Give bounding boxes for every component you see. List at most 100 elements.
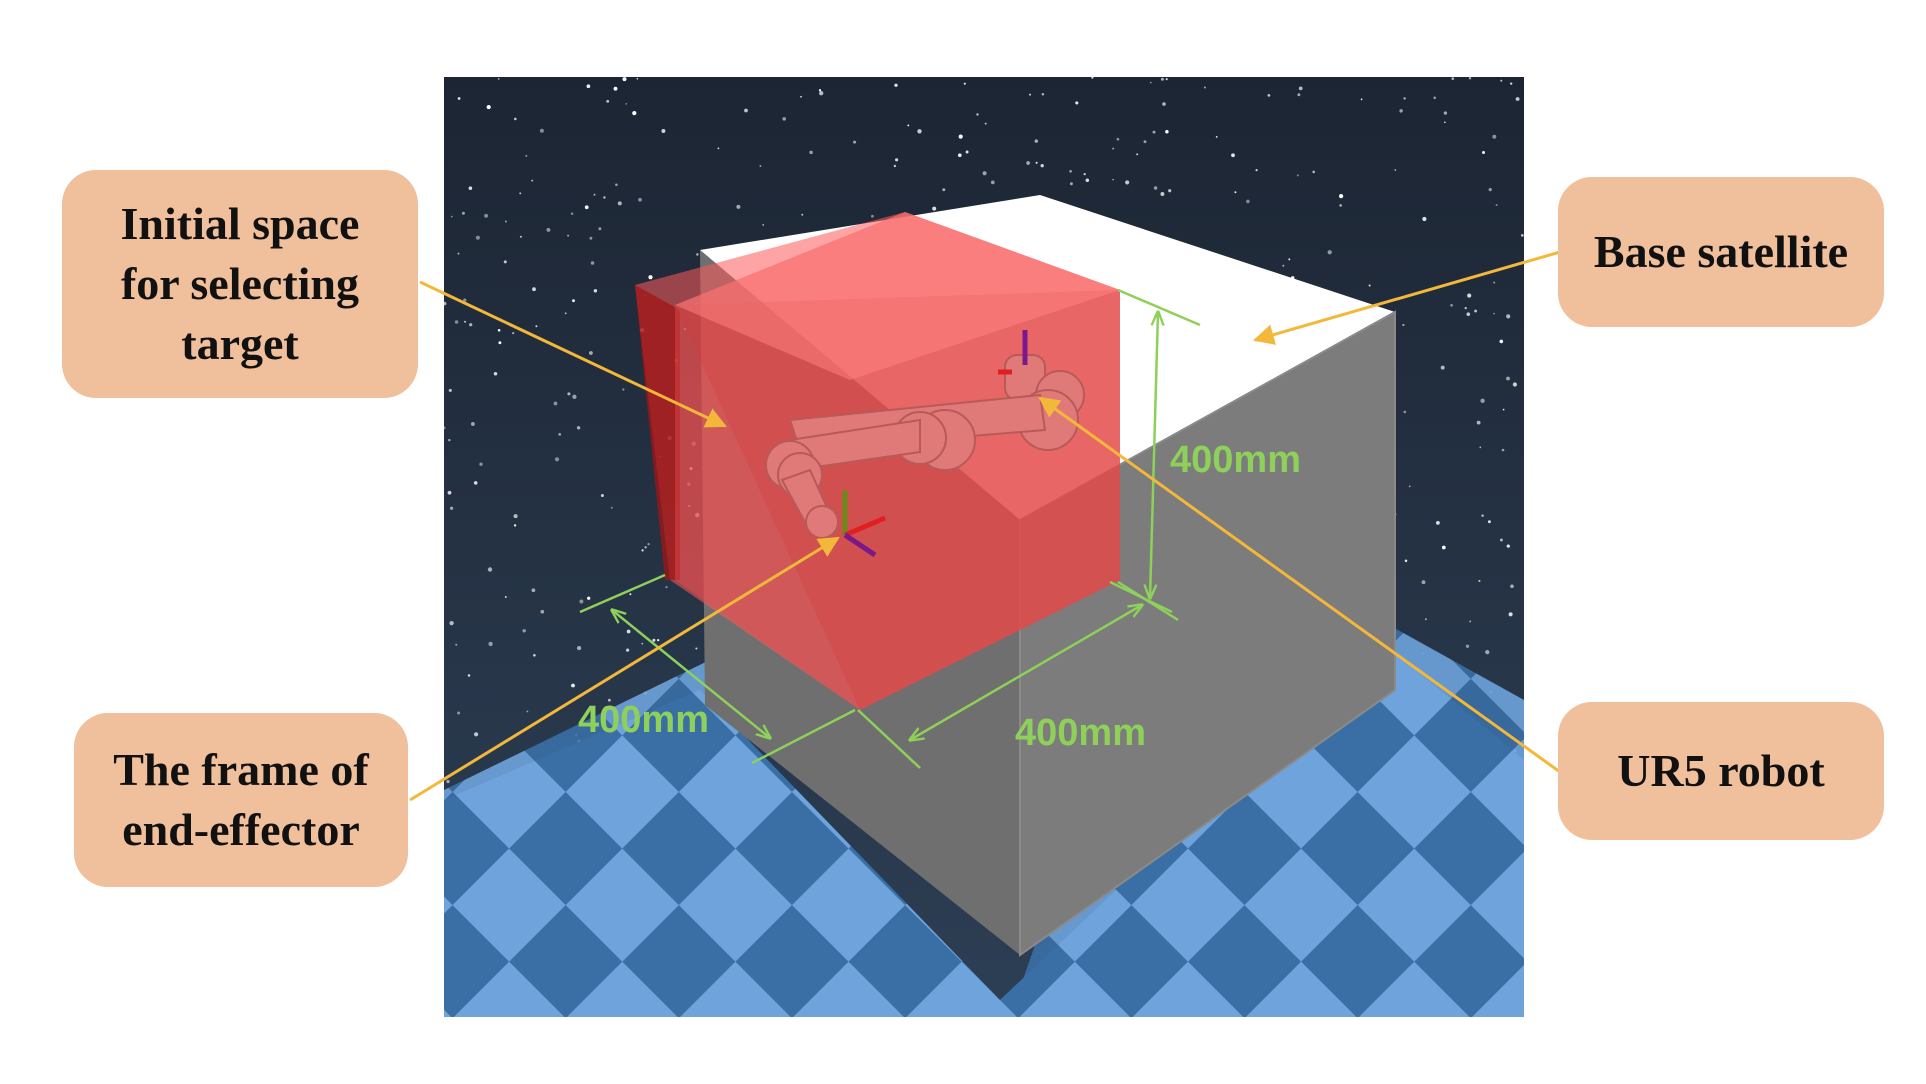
- star: [1464, 306, 1467, 310]
- star: [475, 235, 480, 240]
- star: [446, 779, 450, 784]
- star: [1493, 312, 1495, 315]
- star: [1422, 216, 1427, 222]
- star: [603, 708, 606, 711]
- star: [468, 186, 473, 190]
- render-panel: 400mm 400mm 400mm: [444, 77, 1524, 1017]
- star: [626, 629, 631, 634]
- star: [809, 150, 813, 155]
- star: [1153, 186, 1158, 190]
- star: [636, 77, 639, 80]
- star: [444, 301, 447, 306]
- star: [593, 193, 596, 196]
- star: [982, 171, 987, 176]
- star: [629, 593, 632, 596]
- star: [1246, 199, 1250, 204]
- star: [1520, 234, 1524, 237]
- star: [1116, 137, 1120, 141]
- star: [615, 183, 618, 187]
- callout-ur5-robot: UR5 robot: [1558, 702, 1884, 840]
- star: [564, 312, 567, 315]
- star: [1510, 584, 1514, 589]
- star: [1465, 644, 1470, 648]
- star: [1506, 376, 1510, 381]
- star: [525, 154, 528, 157]
- star: [1160, 192, 1165, 196]
- dimension-width: [857, 580, 1179, 769]
- star: [1515, 97, 1520, 101]
- star: [1168, 189, 1172, 193]
- star: [1041, 93, 1045, 96]
- star: [1296, 174, 1299, 177]
- star: [617, 201, 622, 206]
- star: [648, 275, 653, 280]
- star: [641, 642, 644, 645]
- star: [1433, 96, 1436, 100]
- star: [513, 117, 517, 121]
- star: [1404, 559, 1408, 563]
- star: [467, 674, 471, 677]
- star: [461, 211, 465, 215]
- star: [1508, 612, 1513, 617]
- star: [759, 165, 762, 167]
- star: [600, 493, 604, 498]
- star: [1480, 398, 1485, 403]
- star: [584, 205, 589, 210]
- callout-end-effector-line-1: The frame of: [113, 744, 369, 795]
- callout-arrows: [409, 250, 1561, 802]
- star: [1035, 161, 1038, 164]
- star: [1234, 191, 1237, 194]
- star: [744, 108, 748, 113]
- star: [736, 204, 741, 209]
- star: [1136, 153, 1139, 156]
- star: [1481, 514, 1484, 517]
- star: [1327, 250, 1332, 255]
- star: [497, 329, 501, 332]
- star: [1162, 102, 1166, 106]
- star: [1478, 579, 1481, 582]
- star: [598, 227, 602, 231]
- star: [1493, 281, 1496, 284]
- star: [1487, 520, 1491, 524]
- callout-base-satellite-line-1: Base satellite: [1593, 226, 1849, 277]
- star: [1435, 520, 1440, 525]
- star: [1091, 77, 1094, 79]
- height-dimension-label: 400mm: [1170, 439, 1301, 481]
- star: [576, 426, 581, 430]
- star: [1160, 77, 1164, 81]
- ur5-robot-arm: [765, 354, 1085, 539]
- star: [1466, 312, 1471, 316]
- star: [1512, 382, 1518, 387]
- star: [1492, 134, 1497, 139]
- star: [853, 140, 857, 144]
- star: [486, 105, 491, 110]
- star: [665, 586, 668, 589]
- star: [535, 325, 538, 328]
- star: [622, 77, 627, 82]
- star: [1040, 164, 1044, 168]
- star: [1083, 172, 1086, 176]
- star: [1338, 193, 1344, 199]
- star: [800, 95, 802, 98]
- star: [801, 213, 804, 216]
- base-frame-axes-icon: [998, 330, 1028, 375]
- star: [533, 654, 536, 657]
- star: [1075, 101, 1079, 105]
- star: [540, 609, 545, 614]
- star: [487, 567, 493, 572]
- star: [498, 341, 502, 345]
- star: [1231, 153, 1235, 158]
- star: [469, 323, 473, 327]
- star: [1368, 284, 1371, 287]
- callout-ur5-robot-line-1: UR5 robot: [1617, 745, 1825, 796]
- star: [463, 298, 467, 302]
- star: [641, 549, 644, 552]
- star: [1469, 620, 1472, 623]
- star: [1482, 151, 1485, 154]
- star: [1424, 618, 1427, 621]
- star: [572, 299, 575, 303]
- callout-base-satellite: Base satellite: [1558, 177, 1884, 327]
- callout-end-effector-line-2: end-effector: [122, 804, 360, 855]
- callout-initial-space-line-1: Initial space: [120, 198, 360, 249]
- end-effector-axes-icon: [842, 490, 886, 558]
